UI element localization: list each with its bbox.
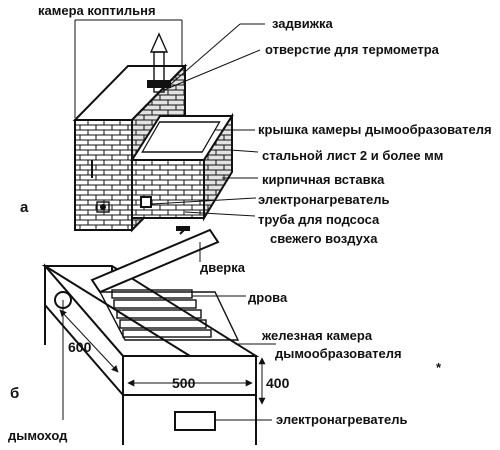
label-part-a: а [20,199,29,216]
labels: камера коптильня задвижка отверстие для … [8,3,492,443]
label-brick-insert: кирпичная вставка [262,172,385,187]
part-b-iron-chamber [41,226,266,445]
label-smokehouse-chamber: камера коптильня [38,3,156,18]
label-air-pipe-1: труба для подсоса [258,212,380,227]
label-air-pipe-2: свежего воздуха [270,231,378,246]
firewood-log [119,319,207,329]
label-heater-a: электронагреватель [258,192,390,207]
label-damper: задвижка [272,16,333,31]
damper-icon [147,80,171,88]
firewood-log [122,329,212,338]
dim-height: 400 [266,375,290,391]
firewood-log [113,299,197,309]
firewood-log [111,289,193,299]
label-heater-b: электронагреватель [276,412,408,427]
dim-width: 500 [172,375,196,391]
heater-icon-b [174,411,216,431]
label-chamber-lid: крышка камеры дымообразователя [258,122,492,137]
dim-length: 600 [68,339,92,355]
dim-line-length [59,309,119,373]
label-firewood: дрова [248,290,288,305]
label-part-b: б [10,385,19,402]
chimney-pipe-a [147,32,171,93]
smoke-generator-chamber-a [130,112,234,222]
label-steel-sheet: стальной лист 2 и более мм [262,148,443,163]
part-a-smokehouse [72,19,234,233]
label-star: * [436,360,442,375]
door-lid [90,226,220,294]
label-door: дверка [200,260,246,275]
tower-bottom-hole [96,201,110,213]
label-iron-chamber-1: железная камера [261,328,373,343]
label-iron-chamber-2: дымообразователя [275,346,402,361]
label-thermometer-hole: отверстие для термометра [265,42,440,57]
label-chimney: дымоход [8,428,68,443]
leader-lines [62,23,276,421]
